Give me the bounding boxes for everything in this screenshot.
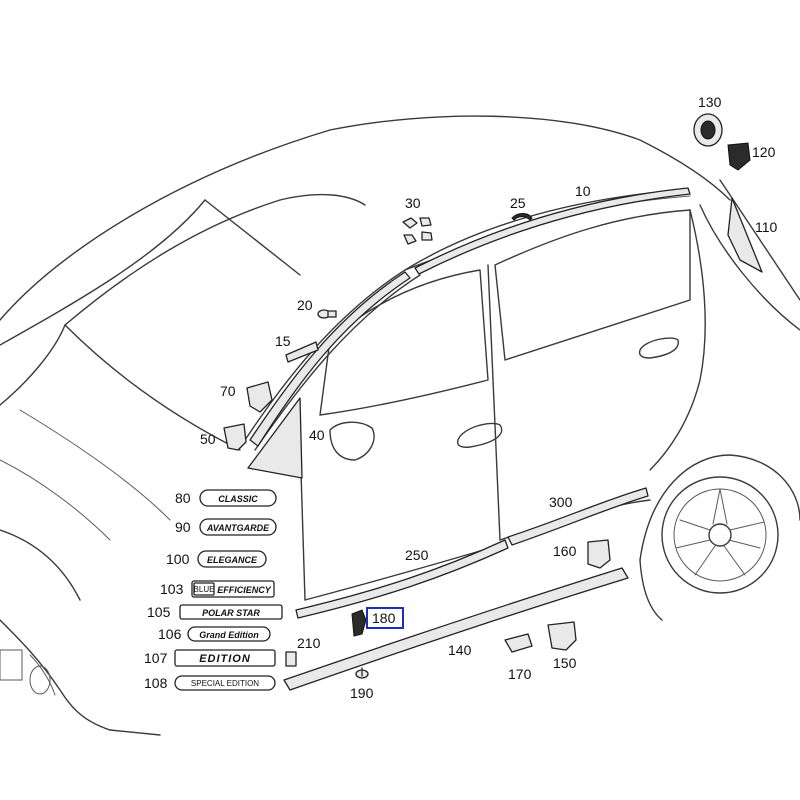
badge-80 [199,489,277,507]
part-110-rear-triangle [727,197,763,273]
callout-105: 105 [147,604,171,620]
parts [223,113,763,691]
part-a-pillar-strip [249,271,411,447]
part-25-clip [511,213,533,221]
part-130-grommet [693,113,723,147]
callout-110: 110 [755,219,778,235]
badge-107 [174,649,276,667]
badge-105-text: POLAR STAR [202,608,260,618]
badge-80-text: CLASSIC [218,494,258,504]
callout-108: 108 [144,675,168,691]
callout-90: 90 [175,519,191,535]
car-outline [0,115,800,736]
part-250-front-molding [295,539,509,619]
part-40-triangle [247,397,303,479]
part-15-strip [285,341,319,363]
callout-40: 40 [309,427,325,443]
callout-300: 300 [549,494,573,510]
part-140-sill-strip [283,567,629,691]
callout-15: 15 [275,333,291,349]
part-50-clip [223,423,247,451]
emblem-badges: CLASSIC AVANTGARDE ELEGANCE BLUE EFFICIE… [174,489,283,691]
callout-80: 80 [175,490,191,506]
part-190-screw [355,667,369,679]
callout-10: 10 [575,183,591,199]
part-180-clip [351,609,367,637]
callout-106: 106 [158,626,182,642]
part-160-clip [587,539,611,569]
badge-106 [187,626,271,642]
callout-190: 190 [350,685,374,701]
callout-107: 107 [144,650,168,666]
callout-25: 25 [510,195,526,211]
callout-150: 150 [553,655,577,671]
callout-labels: 10 15 20 25 30 40 50 70 80 90 100 103 10… [144,94,778,701]
part-30-clips [402,217,433,245]
part-10-roof-strip [414,187,691,275]
badge-103-left-text: BLUE [194,585,215,594]
callout-70: 70 [220,383,236,399]
part-210-clip [285,651,297,667]
badge-90-text: AVANTGARDE [206,523,270,533]
part-20-bolt [317,309,337,319]
part-150-bracket [547,621,577,651]
highlight-box-180 [366,607,404,629]
part-120-lamp [727,142,751,171]
badge-103-right-text: EFFICIENCY [217,585,272,595]
callout-30: 30 [405,195,421,211]
callout-130: 130 [698,94,722,110]
callout-140: 140 [448,642,472,658]
callout-180: 180 [372,610,396,626]
callout-210: 210 [297,635,321,651]
badge-108-text: SPECIAL EDITION [191,679,259,688]
callout-170: 170 [508,666,532,682]
badge-100-text: ELEGANCE [207,555,258,565]
part-70-bracket [246,381,273,413]
callout-100: 100 [166,551,190,567]
part-300-rear-molding [507,487,649,546]
badge-90 [199,518,277,536]
callout-103: 103 [160,581,184,597]
badge-107-text: EDITION [199,653,251,665]
badge-108 [174,675,276,691]
callout-160: 160 [553,543,577,559]
badge-105 [179,604,283,620]
callout-20: 20 [297,297,313,313]
badge-106-text: Grand Edition [199,630,259,640]
callout-120: 120 [752,144,776,160]
callout-250: 250 [405,547,429,563]
callout-50: 50 [200,431,216,447]
badge-100 [197,550,267,568]
part-170-end-cap [504,633,533,653]
